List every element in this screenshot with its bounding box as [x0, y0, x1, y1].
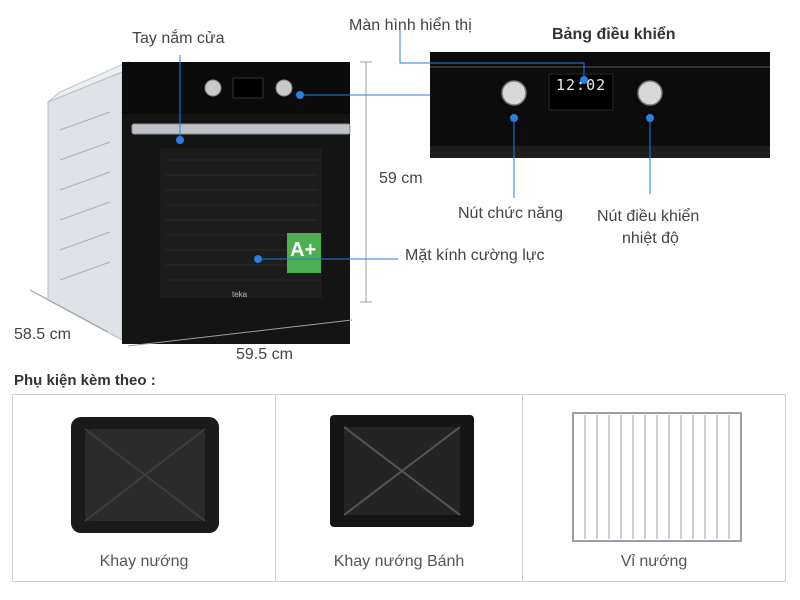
- label-temp-knob-line1: Nút điều khiển: [597, 208, 700, 225]
- tray-icon: [71, 417, 219, 533]
- accessories-title: Phụ kiện kèm theo :: [14, 372, 156, 389]
- grill-rack-icon: [572, 412, 742, 542]
- oven-handle: [131, 123, 351, 135]
- label-display: Màn hình hiển thị: [349, 17, 472, 34]
- accessory-card-grill-rack: Vỉ nướng: [522, 394, 786, 582]
- energy-badge-bg: [287, 233, 321, 273]
- cake-tray-icon: [330, 415, 474, 527]
- label-width: 59.5 cm: [236, 346, 293, 363]
- callout-dot-display: [580, 76, 588, 84]
- zoom-knob-left: [501, 80, 527, 106]
- label-panel-title: Bảng điều khiển: [552, 26, 676, 43]
- cage-slots: [59, 111, 111, 281]
- label-glass: Mặt kính cường lực: [405, 247, 545, 264]
- callout-dot-temp-knob: [646, 114, 654, 122]
- oven-door-glass: [160, 148, 322, 298]
- control-panel-strip: [430, 66, 770, 68]
- callout-dot-glass: [254, 255, 262, 263]
- brand-logo: teka: [232, 290, 248, 299]
- dimension-lines: [29, 61, 372, 347]
- callout-dot-panel: [296, 91, 304, 99]
- accessory-label-tray: Khay nướng: [99, 553, 189, 570]
- front-knob-right: [275, 79, 293, 97]
- accessory-label-grill-rack: Vỉ nướng: [620, 553, 688, 570]
- label-temp-knob-line2: nhiệt độ: [622, 230, 679, 247]
- zoom-display-time: 12:02: [556, 76, 607, 94]
- label-handle: Tay nắm cửa: [132, 30, 225, 47]
- oven-side-cage: [47, 71, 123, 341]
- callout-dot-handle: [176, 136, 184, 144]
- callout-dot-function-knob: [510, 114, 518, 122]
- front-knob-left: [204, 79, 222, 97]
- label-depth: 58.5 cm: [14, 326, 71, 343]
- zoom-bottom-bevel: [430, 146, 770, 158]
- accessory-label-cake-tray: Khay nướng Bánh: [333, 553, 465, 570]
- label-height: 59 cm: [379, 170, 423, 187]
- accessory-card-tray: Khay nướng: [12, 394, 276, 582]
- accessory-card-cake-tray: Khay nướng Bánh: [275, 394, 523, 582]
- label-function-knob: Nút chức năng: [458, 205, 563, 222]
- zoom-knob-right: [637, 80, 663, 106]
- callout-lines: [179, 30, 651, 260]
- energy-badge-text: A+: [290, 239, 317, 261]
- front-display: [232, 77, 264, 99]
